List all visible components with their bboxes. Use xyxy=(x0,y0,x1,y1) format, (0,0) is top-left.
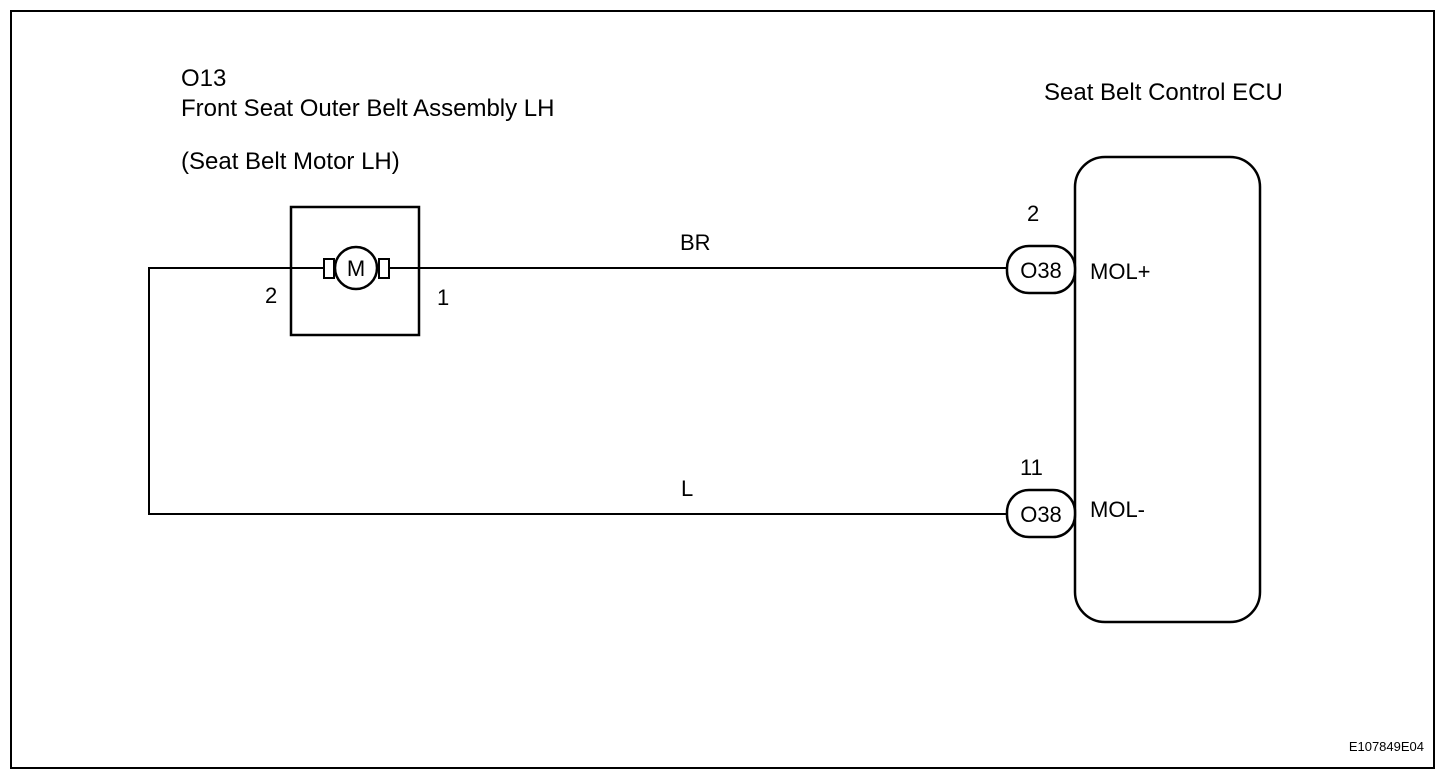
diagram-frame xyxy=(10,10,1435,769)
motor-pin-right: 1 xyxy=(437,285,449,310)
ecu-block xyxy=(1073,155,1262,624)
figure-code: E107849E04 xyxy=(1349,739,1424,754)
terminal-label: MOL- xyxy=(1090,497,1145,522)
wire-l xyxy=(148,267,1008,515)
connector-code: O38 xyxy=(1020,502,1062,527)
terminal-label: MOL+ xyxy=(1090,259,1151,284)
connector-badge xyxy=(1005,488,1077,539)
motor-symbol-label: M xyxy=(347,256,365,281)
ecu-pin-number: 2 xyxy=(1027,201,1039,226)
component-code: O13 xyxy=(181,65,226,92)
ecu-title: Seat Belt Control ECU xyxy=(1044,79,1283,106)
wire-color-l: L xyxy=(681,476,693,501)
motor-pin-left: 2 xyxy=(265,283,277,308)
ecu-pin-number: 11 xyxy=(1020,455,1043,480)
component-subname: (Seat Belt Motor LH) xyxy=(181,148,400,175)
wire-color-br: BR xyxy=(680,230,711,255)
connector-code: O38 xyxy=(1020,258,1062,283)
connector-badge xyxy=(1005,244,1077,295)
motor-component-box xyxy=(289,205,421,337)
motor-icon xyxy=(323,245,390,291)
component-name: Front Seat Outer Belt Assembly LH xyxy=(181,95,555,122)
